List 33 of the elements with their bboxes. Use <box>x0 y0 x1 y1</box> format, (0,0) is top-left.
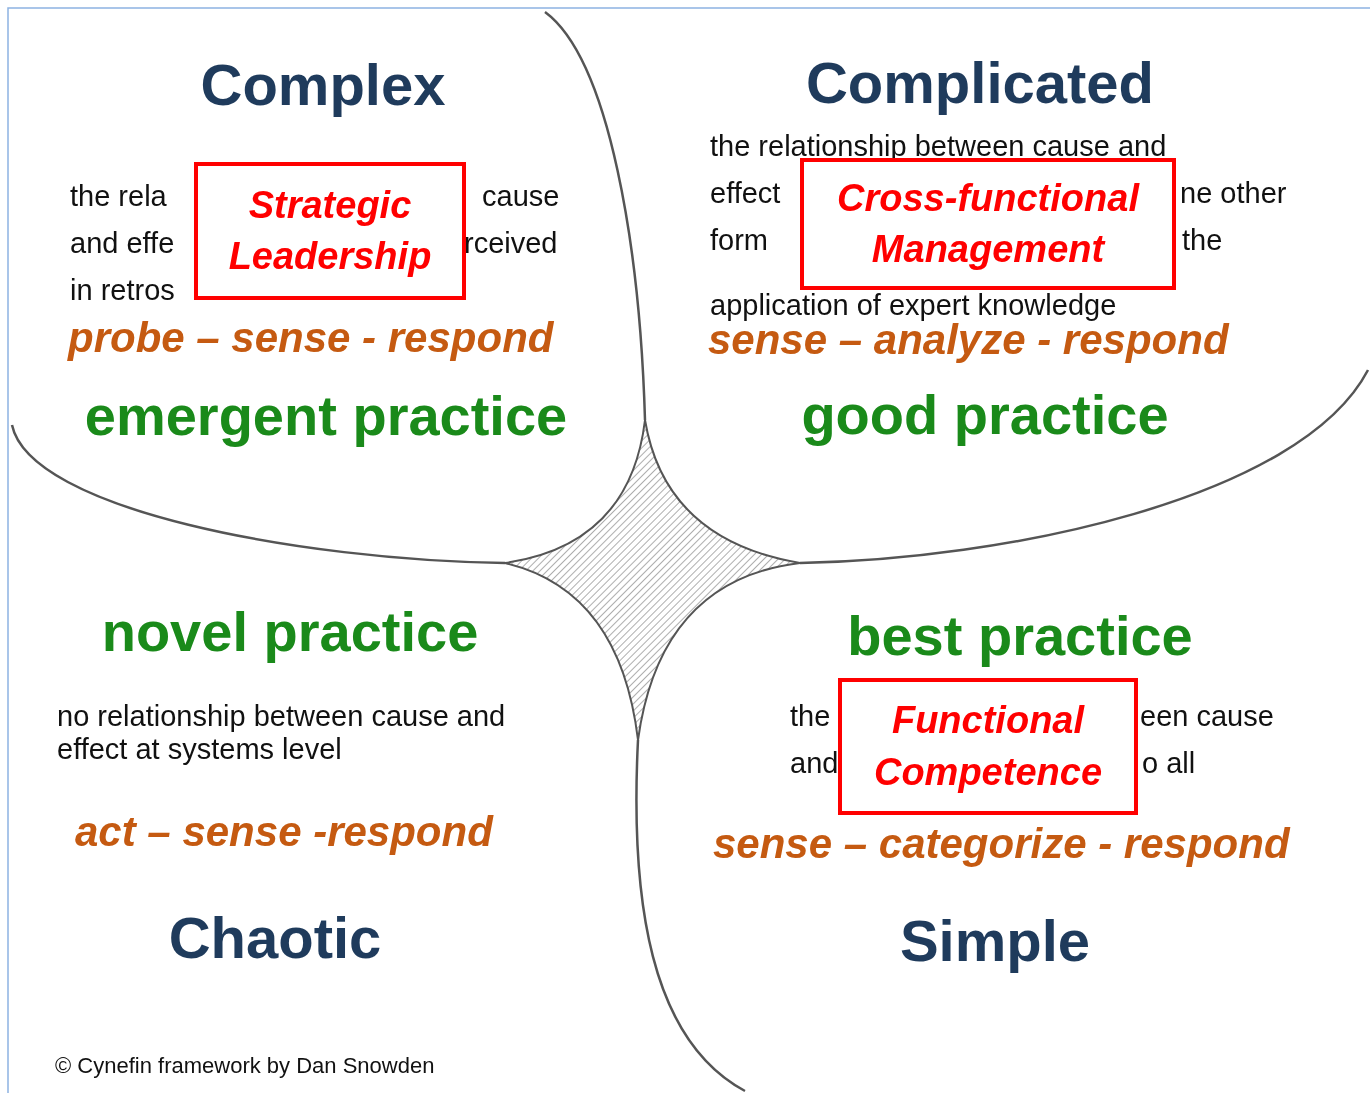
text-fragment: rceived <box>464 227 558 261</box>
text-fragment: effect <box>710 177 781 211</box>
text-fragment: in retros <box>70 274 175 308</box>
approach-phrase: sense – categorize - respond <box>713 820 1290 869</box>
practice-label: good practice <box>801 383 1169 448</box>
text-fragment: o all <box>1142 747 1196 781</box>
domain-title: Complex <box>200 52 446 119</box>
domain-title: Complicated <box>805 50 1155 117</box>
domain-title: Simple <box>899 908 1091 975</box>
highlight-box <box>194 162 466 300</box>
text-fragment: the <box>790 700 831 734</box>
practice-label: novel practice <box>101 600 479 665</box>
description-text: no relationship between cause and effect at systems level <box>57 700 507 767</box>
practice-label: emergent practice <box>84 384 568 449</box>
approach-phrase: probe – sense - respond <box>68 314 554 363</box>
highlight-box <box>838 678 1138 815</box>
role-label: Cross-functional Management <box>836 175 1141 272</box>
text-fragment: ne other <box>1180 177 1287 211</box>
credit-note: © Cynefin framework by Dan Snowden <box>55 1053 435 1079</box>
domain-title: Chaotic <box>168 905 382 972</box>
text-fragment: form <box>710 224 768 258</box>
text-fragment: and <box>790 747 839 781</box>
text-fragment: the relationship between cause and <box>710 130 1167 164</box>
text-fragment: the <box>1182 224 1223 258</box>
approach-phrase: act – sense -respond <box>75 808 493 857</box>
highlight-box <box>800 158 1176 290</box>
text-fragment: the rela <box>70 180 167 214</box>
role-label: Strategic Leadership <box>227 182 433 279</box>
role-label: Functional Competence <box>872 698 1104 795</box>
text-fragment: een cause <box>1140 700 1274 734</box>
practice-label: best practice <box>847 604 1193 669</box>
text-fragment: cause <box>482 180 560 214</box>
text-fragment: and effe <box>70 227 175 261</box>
